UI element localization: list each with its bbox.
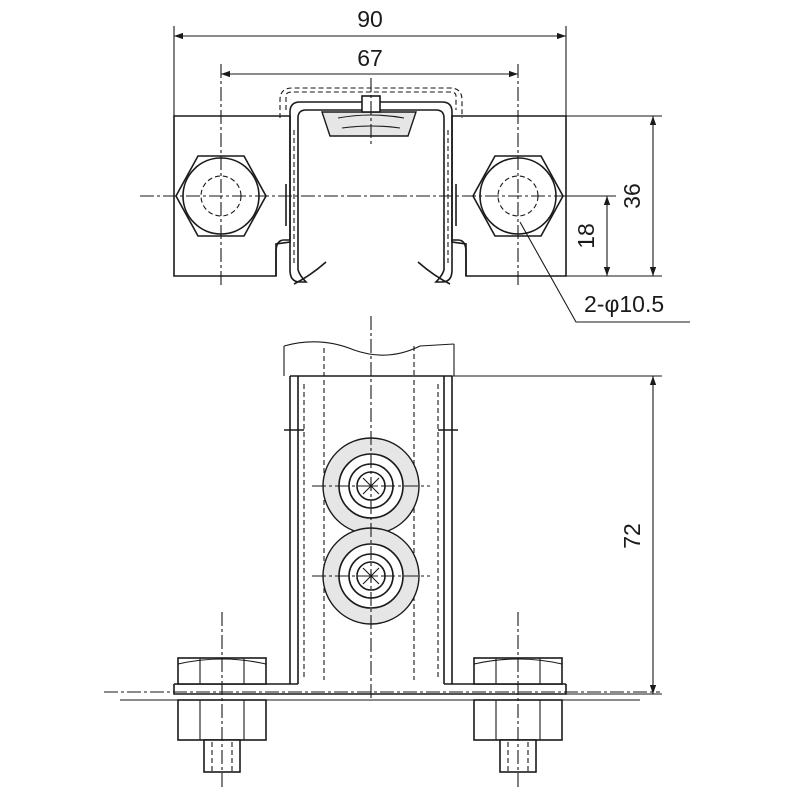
dim-base-height: 36 (619, 183, 645, 209)
rail-break (283, 341, 455, 356)
hole-leader (519, 221, 690, 323)
right-hook (417, 261, 451, 285)
left-hook (293, 261, 327, 285)
channel-nut (321, 111, 417, 137)
hole-spec-label: 2-φ10.5 (584, 291, 664, 317)
dim-overall-width: 90 (357, 6, 383, 32)
dim-bracket-height: 72 (619, 523, 645, 549)
right-notch (452, 239, 467, 276)
left-notch (275, 239, 290, 276)
right-lip (434, 269, 453, 283)
dim-bolt-spacing: 67 (357, 45, 383, 71)
left-lip (289, 269, 308, 283)
top-view: 90 67 36 18 2-φ10.5 (140, 6, 690, 323)
front-view: 72 (104, 316, 662, 790)
dim-bolt-height: 18 (573, 223, 599, 249)
